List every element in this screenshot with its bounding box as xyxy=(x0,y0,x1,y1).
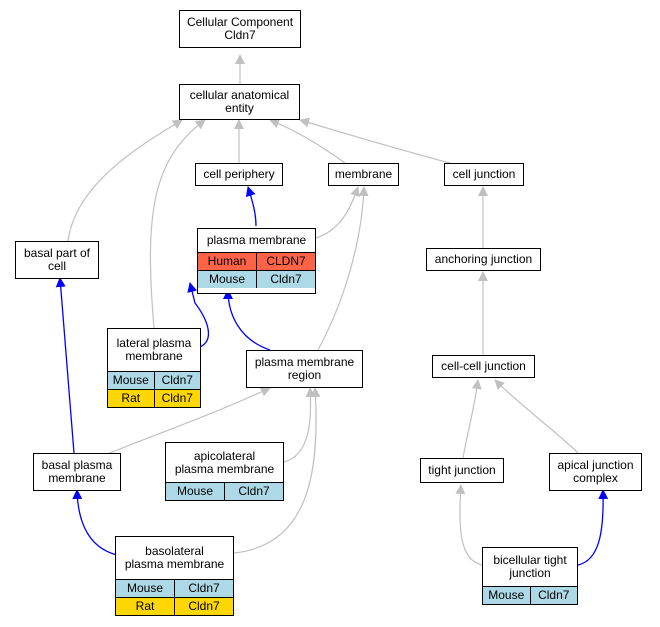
node-basal-plasma-membrane[interactable]: basal plasma membrane xyxy=(33,453,121,491)
annotation-row: Rat Cldn7 xyxy=(108,389,200,407)
edge-basolateral-basalpm xyxy=(72,489,118,556)
node-lateral-plasma-membrane[interactable]: lateral plasma membrane Mouse Cldn7 Rat … xyxy=(107,328,201,408)
edge-basalpart-cae xyxy=(67,119,183,242)
node-label: cell periphery xyxy=(203,167,275,181)
node-label: bicellular tight junction xyxy=(493,553,567,580)
node-anchoring-junction[interactable]: anchoring junction xyxy=(426,248,541,271)
species-cell: Mouse xyxy=(208,272,246,286)
gene-cell: CLDN7 xyxy=(256,253,315,270)
node-tight-junction[interactable]: tight junction xyxy=(420,458,504,483)
node-label: membrane xyxy=(334,167,393,181)
gene-cell: Cldn7 xyxy=(174,580,233,597)
edge-pm-periphery xyxy=(245,186,257,227)
gene-cell: Cldn7 xyxy=(224,483,283,500)
node-label: lateral plasma membrane xyxy=(116,336,192,363)
node-plasma-membrane[interactable]: plasma membrane Human CLDN7 Mouse Cldn7 xyxy=(197,228,316,294)
node-label: apical junction complex xyxy=(557,458,634,485)
node-bicellular-tight-junction[interactable]: bicellular tight junction Mouse Cldn7 xyxy=(482,547,578,605)
species-cell: Mouse xyxy=(488,588,525,602)
gene-cell: Cldn7 xyxy=(529,587,578,604)
node-apicolateral-plasma-membrane[interactable]: apicolateral plasma membrane Mouse Cldn7 xyxy=(165,442,284,501)
node-label: tight junction xyxy=(428,463,496,477)
edge-apical-cellcell xyxy=(494,379,579,454)
species-cell: Mouse xyxy=(126,581,164,595)
edge-pmregion-membrane xyxy=(317,186,369,351)
node-membrane[interactable]: membrane xyxy=(328,163,399,186)
gene-cell: Cldn7 xyxy=(256,271,315,288)
edge-membrane-cae xyxy=(269,118,346,164)
species-cell: Mouse xyxy=(176,484,214,498)
edge-pmregion-pm xyxy=(223,289,271,351)
species-cell: Rat xyxy=(121,391,141,405)
species-cell: Mouse xyxy=(112,373,149,387)
node-cell-junction[interactable]: cell junction xyxy=(444,163,524,186)
node-cell-periphery[interactable]: cell periphery xyxy=(195,163,283,186)
node-label: cell-cell junction xyxy=(441,359,526,373)
edge-lateral-cae xyxy=(149,119,206,329)
node-label: anchoring junction xyxy=(434,252,533,266)
edge-basalpm-pmregion xyxy=(104,387,271,456)
edge-basalpm-basalpart xyxy=(55,277,75,454)
edge-bicellular-tight xyxy=(455,484,483,566)
node-label: basolateral plasma membrane xyxy=(124,544,225,571)
annotation-row: Mouse Cldn7 xyxy=(198,270,315,288)
gene-cell: Cldn7 xyxy=(153,372,201,389)
species-cell: Rat xyxy=(135,599,155,613)
node-label: basal plasma membrane xyxy=(41,458,113,485)
edge-cjunction-cae xyxy=(299,117,451,164)
annotation-row: Human CLDN7 xyxy=(198,252,315,270)
node-basal-part-of-cell[interactable]: basal part of cell xyxy=(15,241,99,279)
node-apical-junction-complex[interactable]: apical junction complex xyxy=(549,453,642,491)
node-cellular-anatomical-entity[interactable]: cellular anatomical entity xyxy=(179,84,300,120)
node-cellular-component[interactable]: Cellular Component Cldn7 xyxy=(179,10,301,48)
edge-basolateral-pmregion xyxy=(233,387,321,554)
node-cell-cell-junction[interactable]: cell-cell junction xyxy=(432,355,535,378)
edge-apicolateral-pmregion xyxy=(283,387,316,463)
node-plasma-membrane-region[interactable]: plasma membrane region xyxy=(246,350,363,388)
annotation-row: Mouse Cldn7 xyxy=(166,482,283,500)
annotation-row: Rat Cldn7 xyxy=(116,597,233,615)
edge-tight-cellcell xyxy=(462,379,482,459)
node-label: cellular anatomical entity xyxy=(189,88,290,115)
species-cell: Human xyxy=(207,254,247,268)
edge-pm-membrane xyxy=(315,186,360,239)
annotation-row: Mouse Cldn7 xyxy=(116,579,233,597)
edge-bicellular-apical xyxy=(577,489,609,566)
node-label: plasma membrane xyxy=(206,233,307,247)
node-label: apicolateral plasma membrane xyxy=(174,448,275,476)
annotation-row: Mouse Cldn7 xyxy=(483,586,577,604)
node-label: Cellular Component Cldn7 xyxy=(186,15,294,42)
node-label: plasma membrane region xyxy=(254,355,355,382)
node-basolateral-plasma-membrane[interactable]: basolateral plasma membrane Mouse Cldn7 … xyxy=(115,536,234,616)
edge-lateral-pm xyxy=(187,282,210,348)
gene-cell: Cldn7 xyxy=(174,598,233,615)
annotation-row: Mouse Cldn7 xyxy=(108,371,200,389)
gene-cell: Cldn7 xyxy=(153,390,201,407)
node-label: cell junction xyxy=(452,167,516,181)
node-label: basal part of cell xyxy=(23,246,91,273)
